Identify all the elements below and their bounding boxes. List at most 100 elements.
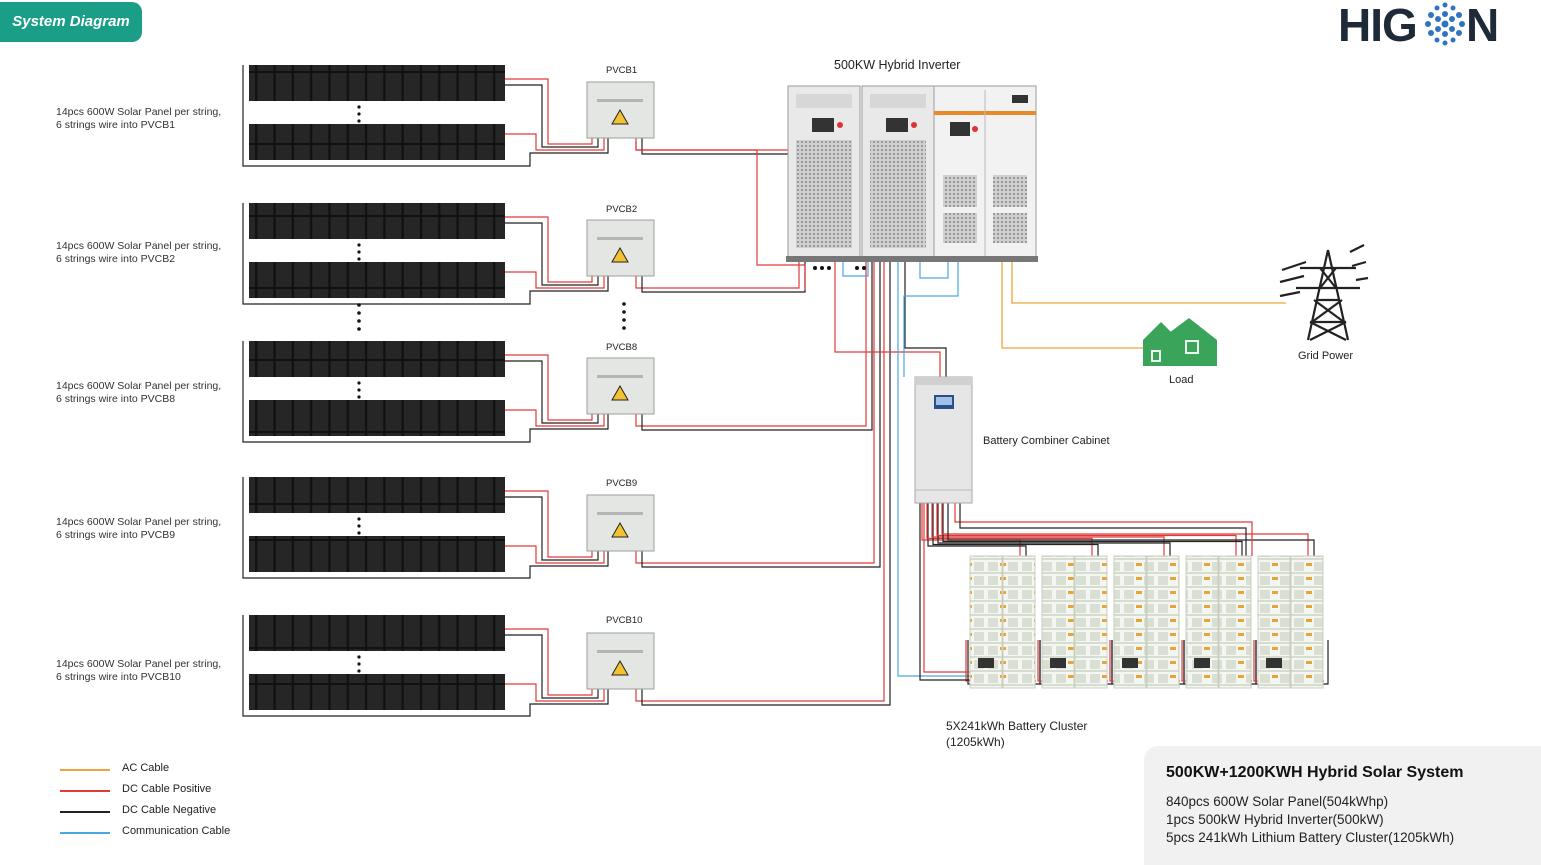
solar-panel-array xyxy=(249,65,505,710)
cable xyxy=(904,262,947,377)
cable xyxy=(641,138,806,260)
solar-panel-string xyxy=(249,65,505,101)
warning-icon xyxy=(611,108,629,125)
string-group-label: 14pcs 600W Solar Panel per string,6 stri… xyxy=(56,380,222,405)
cable xyxy=(505,84,599,148)
solar-panel-string xyxy=(249,615,505,651)
cable xyxy=(941,503,1309,556)
battery-cluster-racks xyxy=(969,555,1324,689)
ellipsis-dot xyxy=(357,250,361,254)
combiner-label: PVCB10 xyxy=(606,615,643,626)
combiner-label: PVCB2 xyxy=(606,204,638,215)
summary-title: 500KW+1200KWH Hybrid Solar System xyxy=(1166,764,1464,781)
combiner-box-nameplate xyxy=(597,650,643,653)
cable xyxy=(505,496,599,561)
ellipsis-dot xyxy=(357,388,361,392)
battery-rack xyxy=(969,555,1003,689)
legend-swatch xyxy=(60,790,110,792)
cable xyxy=(505,222,599,286)
cable xyxy=(505,683,605,702)
ellipsis-dot xyxy=(357,257,361,261)
battery-combiner-label: Battery Combiner Cabinet xyxy=(983,435,1110,447)
legend-label: DC Cable Negative xyxy=(122,804,217,816)
cable xyxy=(641,260,873,431)
cable xyxy=(937,503,1171,556)
cable xyxy=(919,262,949,279)
house-icon xyxy=(1143,318,1217,366)
legend-swatch xyxy=(60,832,110,834)
summary-line: 1pcs 500kW Hybrid Inverter(500kW) xyxy=(1166,812,1384,827)
battery-rack xyxy=(1185,555,1219,689)
ellipsis-dot xyxy=(357,243,361,247)
solar-panel-string xyxy=(249,536,505,572)
cable xyxy=(505,628,593,696)
cable xyxy=(926,503,1093,556)
cable xyxy=(635,260,875,564)
battery-rack xyxy=(1218,555,1252,689)
cable xyxy=(242,203,609,305)
ellipsis-dot xyxy=(357,669,361,673)
cable-routing xyxy=(242,65,1329,717)
combiner-box-nameplate xyxy=(597,99,643,102)
system-summary-card: 500KW+1200KWH Hybrid Solar System 840pcs… xyxy=(1144,746,1541,865)
cable xyxy=(635,260,885,702)
cable xyxy=(635,260,800,289)
ellipsis-dot xyxy=(622,326,626,330)
warning-icon xyxy=(611,659,629,676)
cable xyxy=(641,260,881,568)
cable xyxy=(505,133,605,151)
warning-icon xyxy=(611,521,629,538)
cable xyxy=(1001,262,1145,349)
cable xyxy=(635,142,806,290)
battery-rack xyxy=(1290,555,1324,689)
logo-text-right: N xyxy=(1466,0,1499,51)
solar-panel-string xyxy=(249,124,505,160)
legend-label: DC Cable Positive xyxy=(122,783,212,795)
ellipsis-dot xyxy=(357,327,361,331)
legend-label: AC Cable xyxy=(122,762,170,774)
cable xyxy=(641,260,891,706)
cable xyxy=(1011,262,1286,304)
ellipsis-dot xyxy=(622,318,626,322)
cable xyxy=(936,503,1237,556)
battery-combiner-cabinet xyxy=(914,376,973,504)
ellipsis-dot xyxy=(357,119,361,123)
cable xyxy=(959,503,1247,556)
warning-icon xyxy=(611,384,629,401)
cable xyxy=(635,260,867,427)
cable xyxy=(931,503,1165,556)
combiner-box-group xyxy=(586,81,655,690)
cable xyxy=(505,354,593,421)
battery-rack xyxy=(1074,555,1108,689)
warning-icon xyxy=(611,246,629,263)
legend-swatch xyxy=(60,811,110,813)
grid-power-label: Grid Power xyxy=(1298,350,1354,362)
ellipsis-dot xyxy=(357,517,361,521)
battery-rack xyxy=(1113,555,1147,689)
battery-bms xyxy=(1194,658,1210,668)
solar-panel-string xyxy=(249,203,505,239)
ellipsis-dot xyxy=(357,381,361,385)
battery-rack xyxy=(1257,555,1291,689)
string-group-label: 14pcs 600W Solar Panel per string,6 stri… xyxy=(56,106,222,131)
cable xyxy=(903,262,959,377)
solar-panel-string xyxy=(249,674,505,710)
ellipsis-dot xyxy=(357,311,361,315)
transmission-tower-icon xyxy=(1279,244,1369,341)
ellipsis-dot xyxy=(622,310,626,314)
solar-panel-string xyxy=(249,341,505,377)
combiner-label: PVCB8 xyxy=(606,342,638,353)
ellipsis-dot xyxy=(357,655,361,659)
cable xyxy=(954,503,1253,556)
cable xyxy=(842,262,869,277)
battery-bms xyxy=(1266,658,1282,668)
cable xyxy=(923,503,970,673)
cable xyxy=(242,65,609,167)
logo-text-left: HIG xyxy=(1338,0,1418,51)
ellipsis-dot xyxy=(357,395,361,399)
system-diagram-badge: System Diagram xyxy=(0,2,142,42)
battery-bms xyxy=(1050,658,1066,668)
solar-panel-string xyxy=(249,262,505,298)
cable xyxy=(635,138,800,260)
ellipsis-dot xyxy=(357,531,361,535)
